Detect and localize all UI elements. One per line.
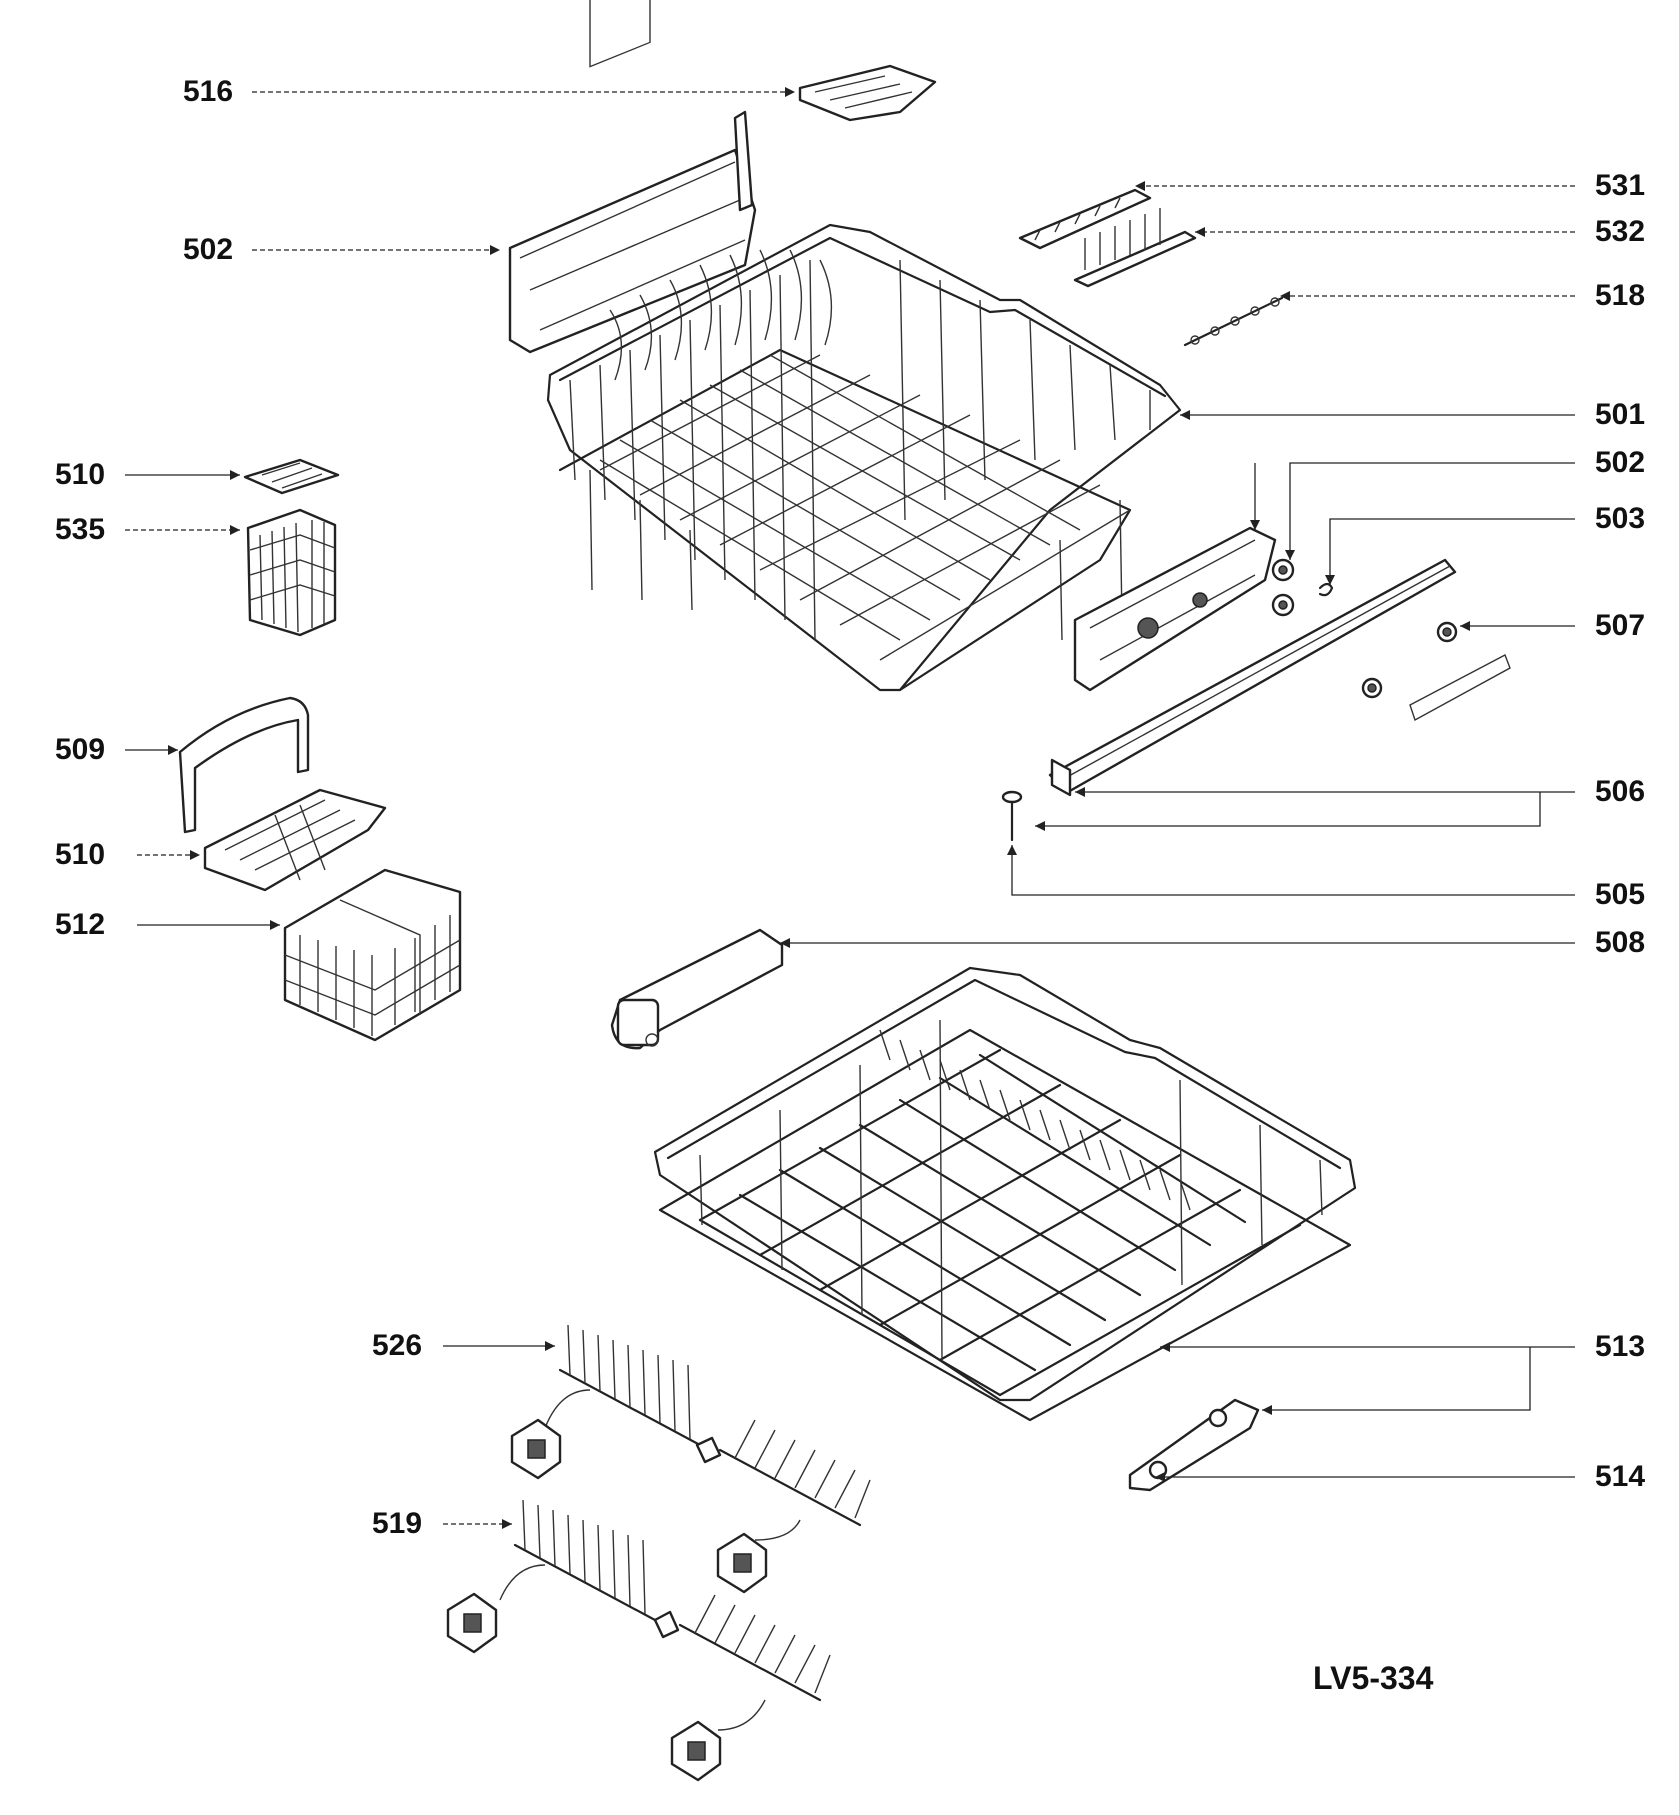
callout-501: 501	[1595, 398, 1646, 431]
callout-526: 526	[372, 1329, 423, 1362]
callout-514: 514	[1595, 1460, 1646, 1493]
part-532-shelf	[1073, 208, 1197, 288]
callout-512: 512	[55, 908, 106, 941]
callout-510-large-lid: 510	[55, 838, 106, 871]
callout-516: 516	[183, 75, 234, 108]
drawing-code: LV5-334	[1313, 1660, 1434, 1696]
callout-505: 505	[1595, 878, 1646, 911]
part-506-slide-rail	[1048, 558, 1457, 797]
part-502-side-panel	[508, 0, 757, 354]
leader-lines	[125, 91, 1575, 1525]
callout-506: 506	[1595, 775, 1646, 808]
callout-535: 535	[55, 513, 106, 546]
callout-507: 507	[1595, 609, 1646, 642]
callout-503: 503	[1595, 502, 1646, 535]
leader-arrowheads	[168, 87, 1470, 1529]
part-518-hook-bar	[1183, 296, 1284, 347]
part-507-rollers	[1361, 621, 1511, 722]
callout-510-small-lid: 510	[55, 458, 106, 491]
part-513-lower-rack	[653, 966, 1357, 1422]
callout-502-side-panel: 502	[183, 233, 234, 266]
part-509-handle	[178, 696, 310, 834]
part-502-wheels	[1271, 558, 1295, 617]
callout-532: 532	[1595, 215, 1646, 248]
part-516-clip	[798, 64, 937, 122]
part-519-tine-row	[446, 1499, 831, 1782]
part-531-shelf	[1018, 188, 1152, 250]
part-510-basket-lid-large	[203, 788, 387, 892]
part-501-upper-rack	[546, 223, 1182, 692]
callout-513: 513	[1595, 1330, 1646, 1363]
callout-509: 509	[55, 733, 106, 766]
part-526-tine-row	[510, 1324, 871, 1594]
part-503-clip	[1318, 582, 1334, 597]
part-505-pin	[1001, 790, 1023, 842]
part-502-rail-carriage	[1073, 526, 1277, 692]
callout-531: 531	[1595, 169, 1646, 202]
callout-508: 508	[1595, 926, 1646, 959]
callout-519: 519	[372, 1507, 423, 1540]
part-508-adjuster	[610, 928, 784, 1050]
part-512-cutlery-basket	[283, 868, 462, 1042]
callout-502-carriage: 502	[1595, 446, 1646, 479]
part-510-basket-lid-small	[243, 458, 340, 495]
part-535-cutlery-basket-small	[246, 508, 337, 637]
callout-518: 518	[1595, 279, 1646, 312]
